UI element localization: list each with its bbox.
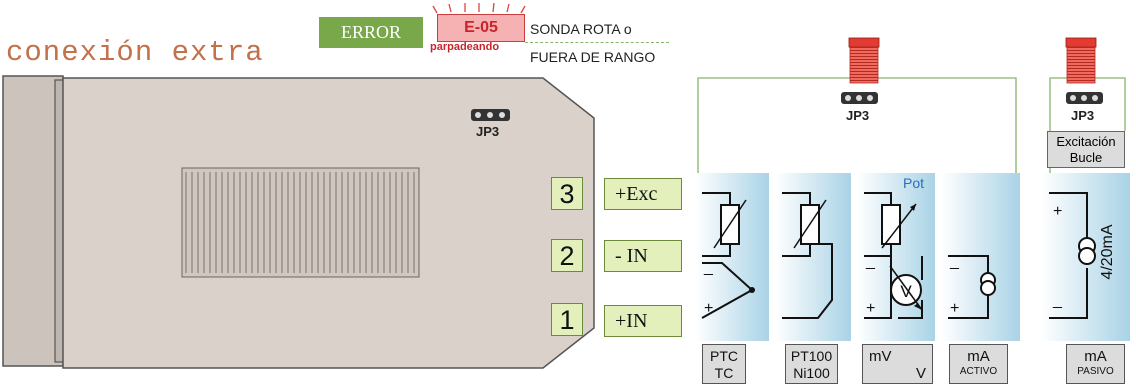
caption-mv-v: mV V (862, 344, 933, 384)
terminal-2-label: - IN (604, 240, 682, 272)
ma-pasivo-plus-sign: + (1053, 203, 1062, 220)
terminal-3-label: +Exc (604, 178, 682, 210)
jumper-pins-2-icon (1066, 92, 1103, 104)
caption-ma-2: mA (1084, 348, 1107, 365)
ma-activo-plus-sign: + (950, 300, 959, 317)
error-badge: ERROR (319, 17, 423, 48)
ptc-plus-sign: + (704, 300, 713, 317)
caption-ma-activo: mA ACTIVO (949, 344, 1008, 384)
device-jp3-pins-icon (471, 109, 510, 121)
device-body (2, 75, 595, 369)
caption-pasivo: PASIVO (1077, 366, 1114, 377)
caption-ptc: PTC (710, 348, 738, 364)
terminal-1-number: 1 (551, 303, 583, 336)
jumper-pins-1-icon (841, 92, 878, 104)
error-message-line1: SONDA ROTA o (530, 21, 632, 37)
caption-pt100: PT100 (790, 348, 833, 364)
caption-ptc-tc: PTC TC (702, 344, 746, 384)
blink-label: parpadeando (430, 41, 500, 53)
meter-symbol: V (900, 282, 912, 301)
mv-plus-sign: + (866, 300, 875, 317)
ma-pasivo-minus-sign: _ (1052, 292, 1063, 309)
terminal-3-number: 3 (551, 177, 583, 210)
excitation-label-line1: Excitación (1056, 134, 1116, 149)
excitation-label-line2: Bucle (1069, 150, 1103, 165)
excitation-loop-label: Excitación Bucle (1047, 131, 1125, 168)
vent-grille (185, 172, 415, 273)
jumper-spring-1-icon (848, 37, 880, 84)
error-message-line2: FUERA DE RANGO (530, 49, 656, 65)
caption-ma-pasivo: mA PASIVO (1066, 344, 1125, 384)
error-code: E-05 (437, 14, 525, 42)
jp3-label-1: JP3 (846, 108, 870, 123)
caption-activo: ACTIVO (959, 366, 998, 377)
caption-tc: TC (714, 365, 734, 381)
jumper-spring-2-icon (1065, 37, 1097, 84)
terminal-1-label: +IN (604, 305, 682, 337)
caption-ma-1: mA (967, 348, 990, 365)
thermocouple-junction-icon (749, 287, 755, 293)
jp3-label-2: JP3 (1071, 108, 1095, 123)
page-title: conexión extra (6, 36, 264, 69)
pot-label: Pot (903, 175, 924, 191)
caption-pt100-ni100: PT100 Ni100 (785, 344, 838, 384)
current-source-pasivo-icon (1078, 237, 1096, 265)
terminal-2-number: 2 (551, 239, 583, 272)
device-jp3-label: JP3 (476, 124, 500, 139)
caption-v: V (915, 365, 926, 382)
current-source-activo-icon (980, 272, 996, 296)
mv-minus-sign: _ (865, 253, 876, 270)
ptc-minus-sign: _ (703, 259, 714, 276)
error-divider (525, 42, 669, 43)
ma-activo-minus-sign: _ (949, 253, 960, 270)
current-range-label: 4/20mA (1099, 224, 1116, 279)
blink-rays-icon (432, 2, 526, 14)
caption-ni100: Ni100 (793, 365, 830, 381)
wiring-diagram: _ + _ + _ + + _ Pot V 4/20mA (695, 37, 1130, 341)
caption-mv: mV (869, 348, 892, 365)
